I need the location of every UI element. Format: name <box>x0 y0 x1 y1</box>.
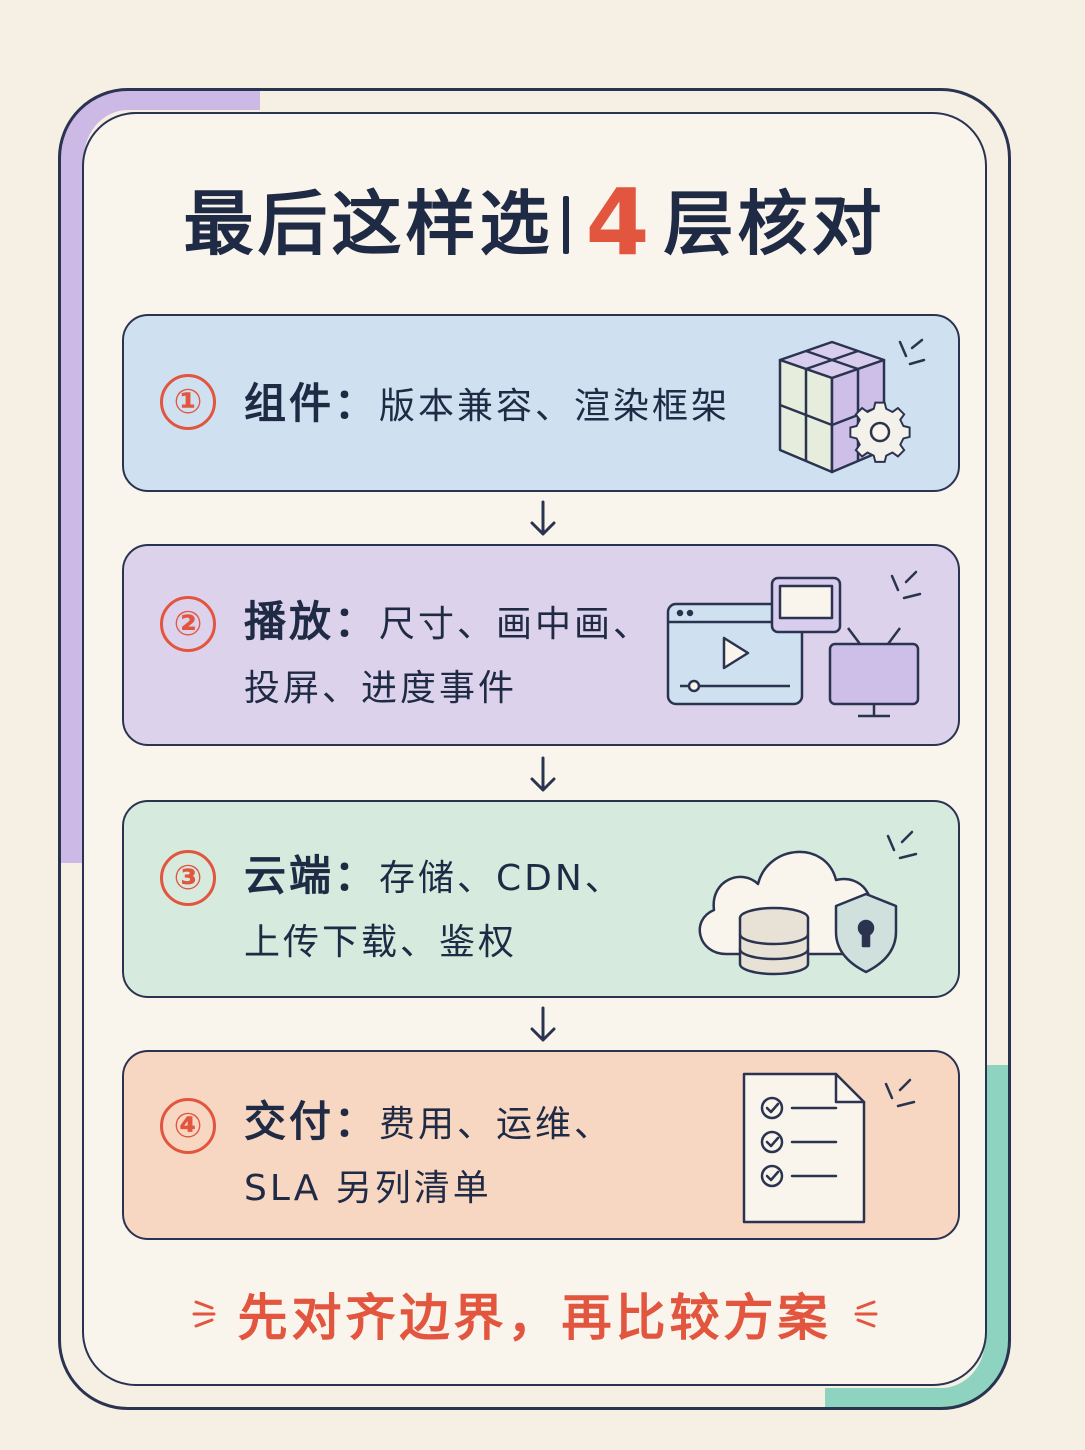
card-playback: ② 播放：尺寸、画中画、 投屏、进度事件 <box>122 544 960 746</box>
footer-banner: 先对齐边界，再比较方案 <box>82 1278 987 1350</box>
card-badge: ④ <box>160 1098 216 1154</box>
title-separator <box>563 196 570 254</box>
down-arrow-icon <box>530 500 556 536</box>
spark-right-icon <box>854 1300 877 1328</box>
card-text: 交付：费用、运维、 SLA 另列清单 <box>244 1090 613 1221</box>
card-heading: 交付： <box>244 1097 380 1146</box>
card-delivery: ④ 交付：费用、运维、 SLA 另列清单 <box>122 1050 960 1240</box>
down-arrow-icon <box>530 756 556 792</box>
video-player-tv-icon <box>666 570 922 718</box>
title-number: 4 <box>585 169 654 276</box>
card-line1: 费用、运维、 <box>379 1104 614 1145</box>
card-line1: 存储、CDN、 <box>379 858 624 899</box>
card-components: ① 组件：版本兼容、渲染框架 <box>122 314 960 492</box>
card-badge: ② <box>160 596 216 652</box>
cloud-database-shield-icon <box>698 830 918 976</box>
card-heading: 组件： <box>244 379 380 428</box>
card-line1: 版本兼容、渲染框架 <box>379 386 731 427</box>
card-line-1: 播放：尺寸、画中画、 <box>244 590 652 657</box>
card-line2: 投屏、进度事件 <box>244 668 518 709</box>
footer-message: 先对齐边界，再比较方案 <box>237 1289 832 1347</box>
card-line-1: 交付：费用、运维、 <box>244 1090 613 1157</box>
card-text: 播放：尺寸、画中画、 投屏、进度事件 <box>244 590 652 721</box>
spark-left-icon <box>192 1300 215 1328</box>
checklist-document-icon <box>742 1072 916 1224</box>
card-text: 云端：存储、CDN、 上传下载、鉴权 <box>244 844 624 975</box>
outer-frame <box>58 88 1011 1410</box>
cube-gear-icon <box>778 338 926 474</box>
card-badge: ① <box>160 374 216 430</box>
card-cloud: ③ 云端：存储、CDN、 上传下载、鉴权 <box>122 800 960 998</box>
card-text: 组件：版本兼容、渲染框架 <box>244 372 730 439</box>
card-heading: 云端： <box>244 851 380 900</box>
title-suffix: 层核对 <box>663 183 886 265</box>
card-line1: 尺寸、画中画、 <box>379 604 653 645</box>
card-heading: 播放： <box>244 597 380 646</box>
title-prefix: 最后这样选 <box>183 183 554 265</box>
down-arrow-icon <box>530 1006 556 1042</box>
card-line-1: 云端：存储、CDN、 <box>244 844 624 911</box>
card-line2: SLA 另列清单 <box>244 1168 492 1209</box>
card-badge: ③ <box>160 850 216 906</box>
card-line2: 上传下载、鉴权 <box>244 922 518 963</box>
